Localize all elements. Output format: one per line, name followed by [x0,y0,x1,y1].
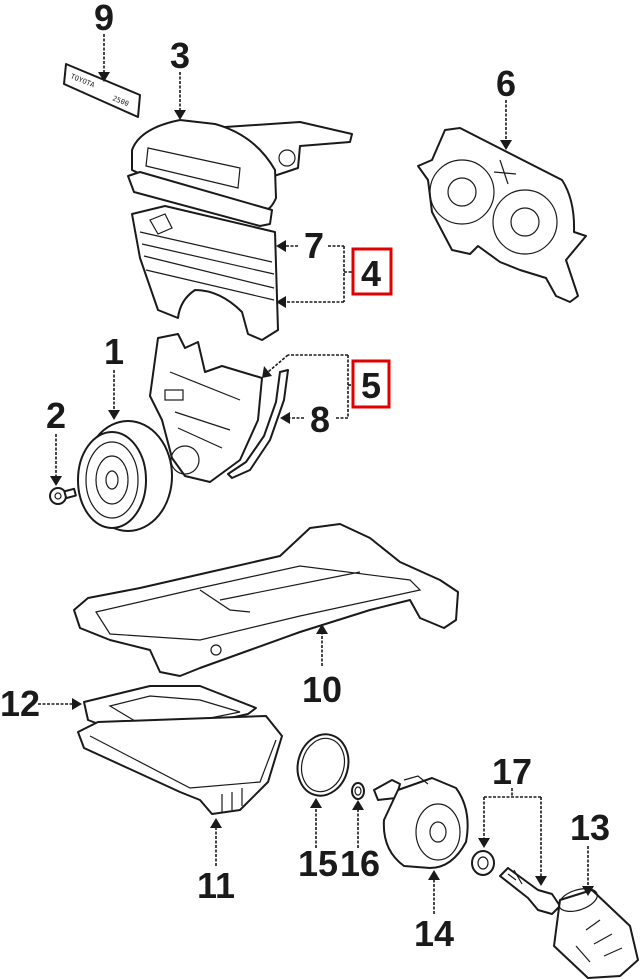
callout-12[interactable]: 12 [0,683,40,724]
highlight-box-5 [351,359,391,409]
callout-7[interactable]: 7 [304,225,324,266]
part-6-rear-timing-cover[interactable] [417,127,587,303]
callout-8[interactable]: 8 [310,399,330,440]
part-14-oil-cooler[interactable] [373,775,469,869]
callout-16[interactable]: 16 [340,843,380,884]
part-13-oil-filter[interactable] [553,884,639,979]
callout-1[interactable]: 1 [104,331,124,372]
highlight-boxes [351,247,393,409]
part-11-lower-oil-pan[interactable] [77,715,283,815]
callout-9[interactable]: 9 [94,0,114,38]
part-17-union-bolt[interactable] [471,850,561,915]
highlight-box-4 [351,247,393,296]
callouts: 9 3 6 7 4 5 8 1 2 10 12 11 15 16 14 17 1… [0,0,610,954]
part-1-crank-pulley[interactable] [77,420,173,532]
callout-5[interactable]: 5 [361,365,381,406]
callout-15[interactable]: 15 [298,843,338,884]
part-8-gasket[interactable] [227,369,289,479]
callout-4[interactable]: 4 [361,253,381,294]
callout-6[interactable]: 6 [496,63,516,104]
callout-11[interactable]: 11 [197,865,235,906]
part-10-upper-oil-pan[interactable] [73,523,459,677]
part-7-upper-timing-cover[interactable] [131,205,279,341]
callout-3[interactable]: 3 [170,35,190,76]
callout-10[interactable]: 10 [302,669,342,710]
leader-lines [38,34,594,914]
part-16-small-o-ring[interactable] [351,782,365,800]
part-9-emblem-plate[interactable]: TOYOTA 2500 [63,63,141,118]
part-2-bolt[interactable] [49,487,77,505]
callout-13[interactable]: 13 [570,807,610,848]
part-3-head-cover[interactable] [127,119,353,227]
part-15-o-ring[interactable] [291,729,355,802]
callout-14[interactable]: 14 [414,913,454,954]
part-5-lower-timing-cover[interactable] [149,333,263,483]
callout-2[interactable]: 2 [46,395,66,436]
callout-17[interactable]: 17 [492,751,532,792]
